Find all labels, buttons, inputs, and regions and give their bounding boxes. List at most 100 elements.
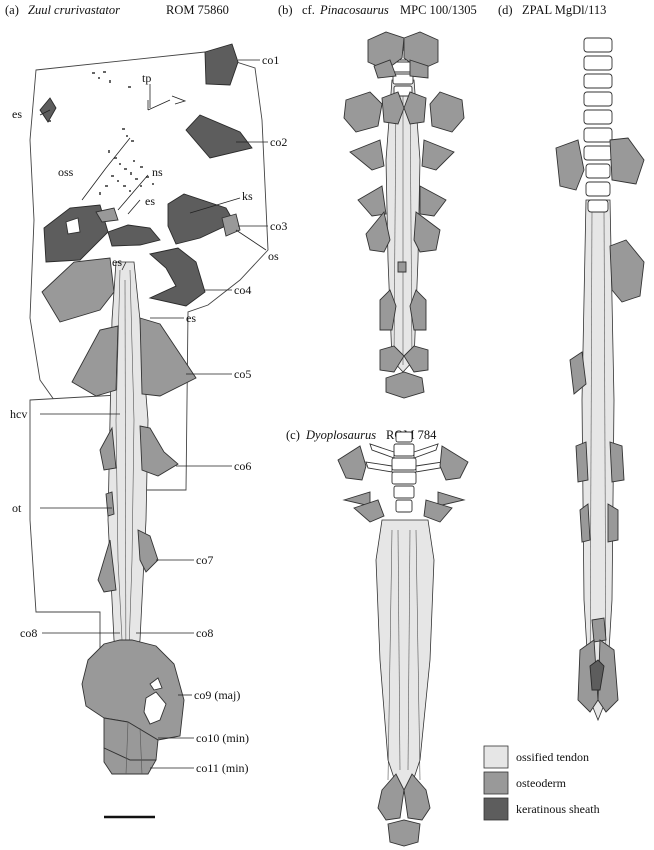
legend-label-keratinous-sheath: keratinous sheath (516, 802, 600, 816)
osteoderm-b-club-top (379, 345, 405, 373)
panel-d: (d) ZPAL MgDl/113 (498, 3, 645, 722)
osteoderm-es-left-edge (39, 97, 57, 123)
legend: ossified tendon osteoderm keratinous she… (483, 745, 600, 821)
osteoderm-b-3r (403, 91, 427, 125)
panel-b-specimen: MPC 100/1305 (400, 3, 477, 17)
panel-d-letter: (d) (498, 3, 513, 17)
label-oss: oss (58, 165, 74, 179)
panel-c-taxon: Dyoplosaurus (305, 428, 376, 442)
label-ns: ns (152, 165, 163, 179)
osteoderm-b-4l (343, 91, 383, 133)
osteoderm-ot (105, 491, 115, 517)
label-co11: co11 (min) (196, 761, 249, 775)
label-ot: ot (12, 501, 22, 515)
label-co5: co5 (234, 367, 251, 381)
label-co6: co6 (234, 459, 251, 473)
osteoderm-co11 (103, 747, 157, 775)
ossicle-scatter (48, 71, 154, 195)
osteoderm-d-5l (579, 503, 591, 543)
osteoderm-d-4l (575, 441, 589, 483)
osteoderm-b-club-top-r (403, 345, 429, 373)
osteoderm-es-mid (95, 207, 119, 223)
leader-lines-a (39, 59, 268, 769)
osteoderm-co1 (204, 43, 239, 86)
panel-a: (a) Zuul crurivastator ROM 75860 (5, 3, 287, 819)
osteoderm-d-1l (555, 139, 585, 191)
label-ks: ks (242, 189, 253, 203)
osteoderm-d-club-l (577, 639, 599, 713)
label-co4: co4 (234, 283, 251, 297)
legend-label-osteoderm: osteoderm (516, 776, 567, 790)
osteoderm-co4-right (148, 247, 206, 307)
club-voids (143, 691, 167, 725)
panel-a-letter: (a) (5, 3, 19, 17)
osteoderm-co7-left (97, 539, 117, 593)
ossified-tendon-d (581, 199, 615, 722)
legend-label-ossified-tendon: ossified tendon (516, 750, 589, 764)
panel-b-prefix: cf. (302, 3, 315, 17)
club-void-small (149, 677, 163, 691)
osteoderm-b-5l (349, 139, 385, 171)
osteoderm-b-8r (409, 289, 427, 331)
osteoderm-d-2r (609, 239, 645, 303)
label-co7: co7 (196, 553, 213, 567)
osteoderm-c-club-tip (387, 819, 421, 847)
label-co10: co10 (min) (196, 731, 249, 745)
label-es-4: es (186, 311, 196, 325)
legend-swatch-ossified-tendon (483, 745, 509, 769)
osteoderm-d-6 (591, 617, 607, 643)
osteoderm-co3-middle (107, 224, 161, 247)
vertebrae-d (583, 37, 613, 213)
osteoderm-d-4r (609, 441, 625, 483)
osteoderm-co6-left (99, 426, 117, 471)
osteoderm-b-7l (365, 210, 391, 253)
panel-b-letter: (b) (278, 3, 293, 17)
osteoderm-b-1l (367, 31, 405, 71)
panel-c: (c) Dyoplosaurus ROM 784 (286, 428, 469, 847)
label-co8-left: co8 (20, 626, 37, 640)
transverse-process (147, 95, 187, 111)
osteoderm-c-1l (337, 445, 367, 481)
osteoderm-c-1r (439, 445, 469, 481)
label-co1: co1 (262, 53, 279, 67)
panel-c-letter: (c) (286, 428, 300, 442)
osteoderm-co5-right (139, 317, 197, 397)
legend-swatch-osteoderm (483, 771, 509, 795)
sheath-d-club (589, 659, 605, 691)
osteoderm-co7-right (137, 529, 159, 573)
osteoderm-b-2l (373, 59, 397, 79)
label-es-1: es (12, 107, 22, 121)
panel-a-taxon: Zuul crurivastator (28, 3, 120, 17)
osteoderm-b-club-bottom (385, 371, 425, 399)
osteoderm-b-6r (419, 185, 447, 217)
vertebrae-c (365, 431, 443, 513)
osteoderm-c-club-r (403, 773, 431, 821)
osteoderm-c-club-l (377, 773, 405, 821)
osteoderm-d-3l (569, 351, 587, 395)
matrix-block-lower (29, 394, 119, 651)
panel-d-specimen: ZPAL MgDl/113 (522, 3, 606, 17)
label-es-3: es (112, 255, 122, 269)
panel-a-specimen: ROM 75860 (166, 3, 229, 17)
osteoderm-c-3r (423, 499, 453, 523)
osteoderm-b-small (397, 261, 407, 273)
panel-b-taxon: Pinacosaurus (319, 3, 389, 17)
legend-swatch-keratinous-sheath (483, 797, 509, 821)
label-hcv: hcv (10, 407, 27, 421)
osteoderm-b-8l (379, 289, 397, 331)
ossified-tendon-c (375, 519, 435, 791)
label-co8-right: co8 (196, 626, 213, 640)
osteoderm-c-2r (437, 491, 466, 507)
osteoderm-co2 (185, 114, 253, 159)
osteoderm-b-6l (357, 185, 387, 217)
label-co9: co9 (maj) (194, 688, 240, 702)
label-es-2: es (145, 194, 155, 208)
osteoderm-d-5r (607, 503, 619, 543)
osteoderm-c-2l (342, 491, 371, 507)
osteoderm-os-right (221, 213, 241, 237)
osteoderm-co6-right (139, 425, 179, 477)
label-tp: tp (142, 71, 151, 85)
osteoderm-b-2r (409, 59, 429, 79)
osteoderm-d-1r (609, 137, 645, 185)
